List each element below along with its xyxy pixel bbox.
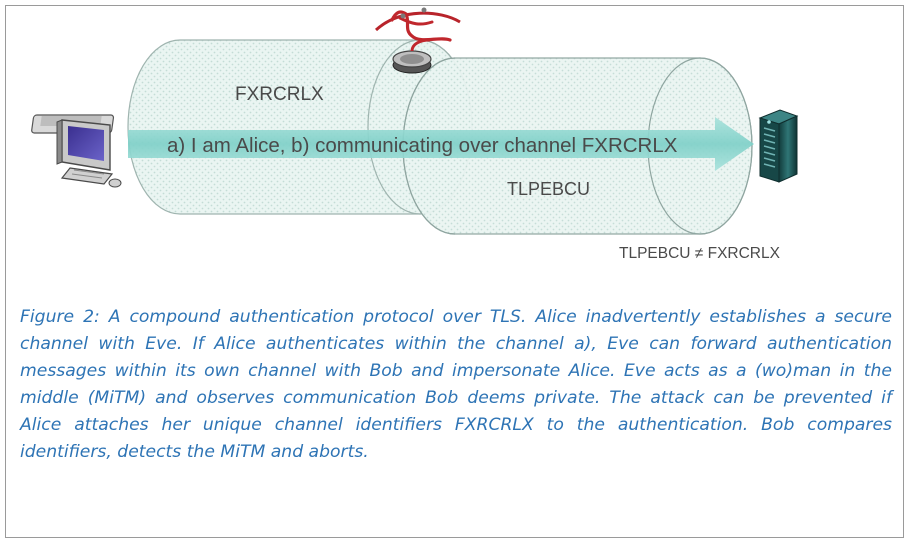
channel-alice-label: FXRCRLX xyxy=(235,84,324,105)
channel-bob-label: TLPEBCU xyxy=(507,179,590,199)
compound-authentication-diagram: FXRCRLX a) I am Alice, b) communicating … xyxy=(31,7,799,262)
message-label: a) I am Alice, b) communicating over cha… xyxy=(167,134,678,157)
stethoscope-icon xyxy=(374,7,461,74)
server-tower-icon xyxy=(758,109,799,183)
figure-caption: Figure 2: A compound authentication prot… xyxy=(20,307,892,462)
desktop-computer-icon xyxy=(31,114,122,188)
inequality-label: TLPEBCU ≠ FXRCRLX xyxy=(619,245,781,262)
message-arrow xyxy=(128,117,754,171)
